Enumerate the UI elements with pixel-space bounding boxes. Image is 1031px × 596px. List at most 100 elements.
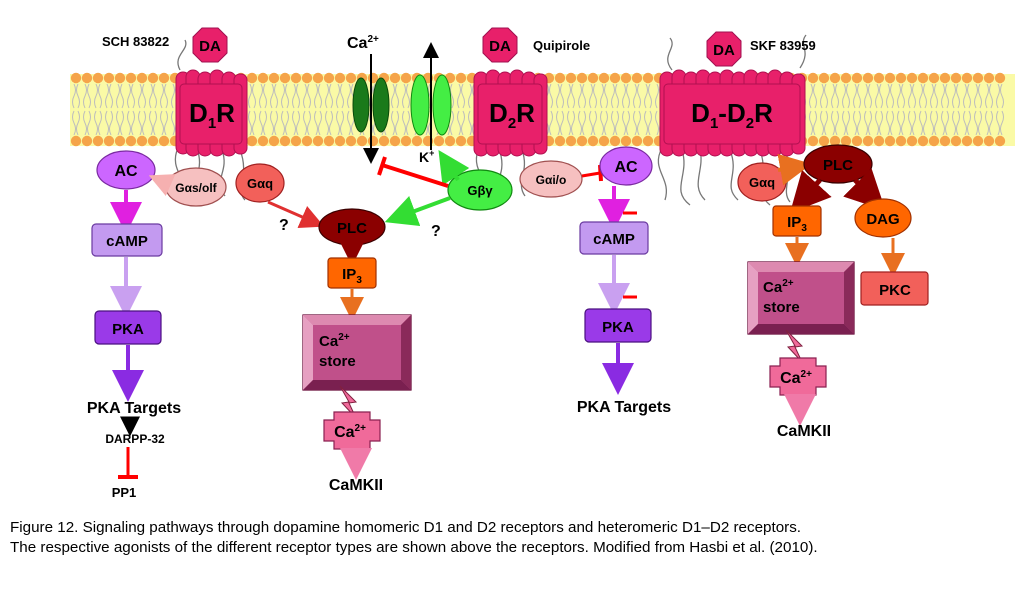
lipid-head <box>873 135 885 147</box>
lipid-head <box>994 72 1006 84</box>
lipid-head <box>81 135 93 147</box>
lipid-head <box>103 72 115 84</box>
lipid-head <box>554 72 566 84</box>
gaq-node-d1: Gαq <box>235 163 285 203</box>
lipid-tail <box>908 83 916 136</box>
lipid-head <box>290 72 302 84</box>
lipid-tail <box>985 83 993 136</box>
caption-line-2: The respective agonists of the different… <box>10 539 818 556</box>
lipid-head <box>565 72 577 84</box>
lipid-head <box>884 135 896 147</box>
lipid-head <box>587 72 599 84</box>
lipid-head <box>92 135 104 147</box>
lipid-head <box>433 135 445 147</box>
agonist-quipirole-label: Quipirole <box>533 38 590 53</box>
lipid-head <box>961 72 973 84</box>
ip3-node-d1d2: IP3 <box>772 205 822 237</box>
ca-ion-node-d1d2: Ca2+ <box>769 357 827 396</box>
plc-node-middle: PLC <box>318 208 386 246</box>
lipid-tail <box>83 83 91 136</box>
lipid-head <box>994 135 1006 147</box>
lipid-head <box>576 135 588 147</box>
d1-receptor: D1R <box>174 39 248 201</box>
lipid-head <box>103 135 115 147</box>
lipid-tail <box>963 83 971 136</box>
gaq-to-plc-arrow <box>267 200 325 228</box>
lipid-head <box>972 72 984 84</box>
lipid-head <box>829 135 841 147</box>
lipid-head <box>620 135 632 147</box>
lipid-head <box>158 72 170 84</box>
pka-node-d2: PKA <box>584 308 652 343</box>
lipid-head <box>290 135 302 147</box>
lipid-head <box>587 135 599 147</box>
plc-to-dag-arrow <box>843 168 886 211</box>
d2-receptor: D2R <box>473 69 548 201</box>
lipid-head <box>411 135 423 147</box>
caption-line-1: Figure 12. Signaling pathways through do… <box>10 519 802 536</box>
lipid-tail <box>94 83 102 136</box>
svg-text:Gαs/olf: Gαs/olf <box>175 181 217 195</box>
lipid-head <box>246 135 258 147</box>
lipid-head <box>565 135 577 147</box>
lipid-head <box>136 72 148 84</box>
ac-node-d1: AC <box>96 150 156 190</box>
lipid-tail <box>160 83 168 136</box>
darpp-inhibits-pp1 <box>118 447 138 479</box>
ca-store-d1d2: Ca2+ store <box>747 261 855 335</box>
lipid-tail <box>897 83 905 136</box>
lipid-head <box>939 135 951 147</box>
lipid-head <box>576 72 588 84</box>
lipid-head <box>279 135 291 147</box>
svg-text:Ca2+: Ca2+ <box>763 278 794 296</box>
lipid-tail <box>974 83 982 136</box>
lipid-tail <box>864 83 872 136</box>
plc-to-ip3-arrow-d1d2 <box>789 170 832 214</box>
lipid-tail <box>270 83 278 136</box>
lipid-head <box>829 72 841 84</box>
plc-node-d1d2: PLC <box>803 144 873 184</box>
lipid-head <box>609 135 621 147</box>
lipid-head <box>345 135 357 147</box>
lipid-tail <box>600 83 608 136</box>
lipid-head <box>81 72 93 84</box>
svg-text:Gαq: Gαq <box>247 176 273 191</box>
svg-text:store: store <box>319 353 356 370</box>
lipid-head <box>114 72 126 84</box>
lipid-head <box>114 135 126 147</box>
gas-olf-node: Gαs/olf <box>165 167 227 207</box>
lipid-head <box>455 135 467 147</box>
lipid-tail <box>996 83 1004 136</box>
d1r-label: D1R <box>189 98 235 132</box>
gbg-to-k-channel-arrow <box>438 149 470 186</box>
dag-node: DAG <box>854 198 912 238</box>
k-channel-label: K+ <box>419 148 434 165</box>
lipid-tail <box>644 83 652 136</box>
darpp-32-label: DARPP-32 <box>105 432 165 446</box>
lipid-head <box>906 135 918 147</box>
agonist-skf-83959-label: SKF 83959 <box>750 38 816 53</box>
lipid-head <box>807 135 819 147</box>
lipid-head <box>642 72 654 84</box>
lipid-head <box>455 72 467 84</box>
lipid-head <box>928 72 940 84</box>
lipid-tail <box>127 83 135 136</box>
lipid-tail <box>875 83 883 136</box>
lipid-head <box>972 135 984 147</box>
lipid-tail <box>886 83 894 136</box>
ip3-node-middle: IP3 <box>327 257 377 289</box>
lipid-tail <box>303 83 311 136</box>
lipid-head <box>356 135 368 147</box>
lipid-tail <box>314 83 322 136</box>
pka-targets-label-d2: PKA Targets <box>577 399 671 416</box>
pka-targets-label-d1: PKA Targets <box>87 400 181 417</box>
lipid-head <box>983 135 995 147</box>
d1-d2-heteromer-receptor: D1-D2R <box>657 34 807 206</box>
camp-node-d1: cAMP <box>91 223 163 257</box>
gai-inhibits-ac <box>581 164 603 182</box>
lipid-head <box>950 135 962 147</box>
lipid-tail <box>842 83 850 136</box>
svg-text:Ca2+: Ca2+ <box>780 369 812 387</box>
lipid-head <box>257 135 269 147</box>
lipid-head <box>862 72 874 84</box>
